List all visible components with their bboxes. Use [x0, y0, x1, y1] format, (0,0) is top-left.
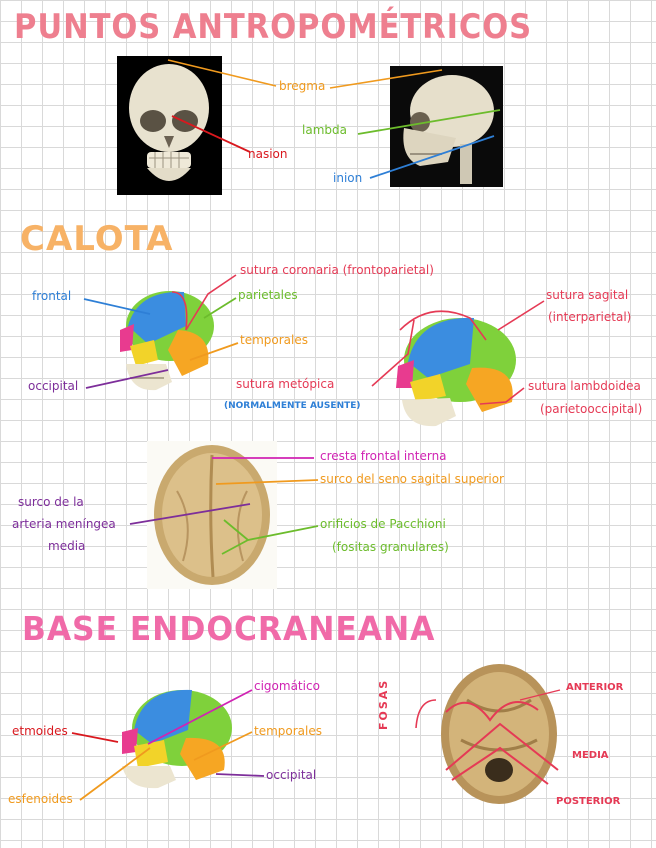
label-orificios-pacchioni: orificios de Pacchioni [320, 518, 446, 532]
label-parietales: parietales [238, 289, 298, 303]
label-sutura-lambdoidea: sutura lambdoidea [528, 380, 641, 394]
skull-lateral-image [390, 66, 503, 187]
calota-lateral-skull-right-image [382, 308, 522, 434]
title-calota: CALOTA [20, 222, 174, 256]
label-sutura-metopica: sutura metópica [236, 378, 334, 392]
label-esfenoides: esfenoides [8, 793, 73, 807]
label-fosa-posterior: POSTERIOR [556, 796, 620, 808]
label-surco-seno-sagital: surco del seno sagital superior [320, 473, 504, 487]
label-temporales: temporales [240, 334, 308, 348]
label-occipital-base: occipital [266, 769, 316, 783]
label-etmoides: etmoides [12, 725, 68, 739]
label-sutura-sagital: sutura sagital [546, 289, 628, 303]
label-surco-arteria-line1: surco de la [18, 496, 84, 510]
title-base-endocraneana: BASE ENDOCRANEANA [22, 612, 435, 645]
label-occipital: occipital [28, 380, 78, 394]
base-lateral-skull-image [100, 682, 240, 792]
label-nasion: nasion [248, 148, 288, 162]
base-endocraneana-image [437, 660, 561, 808]
label-bregma: bregma [279, 80, 325, 94]
calota-interior-image [147, 441, 277, 589]
label-temporales-base: temporales [254, 725, 322, 739]
label-cresta-frontal-interna: cresta frontal interna [320, 450, 447, 464]
label-lambda: lambda [302, 124, 347, 138]
title-puntos-antropometricos: PUNTOS ANTROPOMÉTRICOS [14, 10, 532, 44]
label-surco-arteria-line3: media [48, 540, 85, 554]
label-inion: inion [333, 172, 362, 186]
label-fosa-anterior: ANTERIOR [566, 682, 623, 694]
label-cigomatico: cigomático [254, 680, 320, 694]
label-fositas-granulares: (fositas granulares) [332, 541, 449, 555]
label-fosas: FOSAS [378, 679, 391, 730]
label-fosa-media: MEDIA [572, 750, 609, 762]
label-sutura-coronaria: sutura coronaria (frontoparietal) [240, 264, 434, 278]
skull-frontal-image [117, 56, 222, 195]
label-sutura-sagital-sub: (interparietal) [548, 311, 631, 325]
label-surco-arteria-line2: arteria meníngea [12, 518, 116, 532]
calota-lateral-skull-image [108, 286, 220, 398]
label-sutura-lambdoidea-sub: (parietooccipital) [540, 403, 642, 417]
label-metopica-note: (NORMALMENTE AUSENTE) [224, 401, 361, 411]
label-frontal: frontal [32, 290, 71, 304]
